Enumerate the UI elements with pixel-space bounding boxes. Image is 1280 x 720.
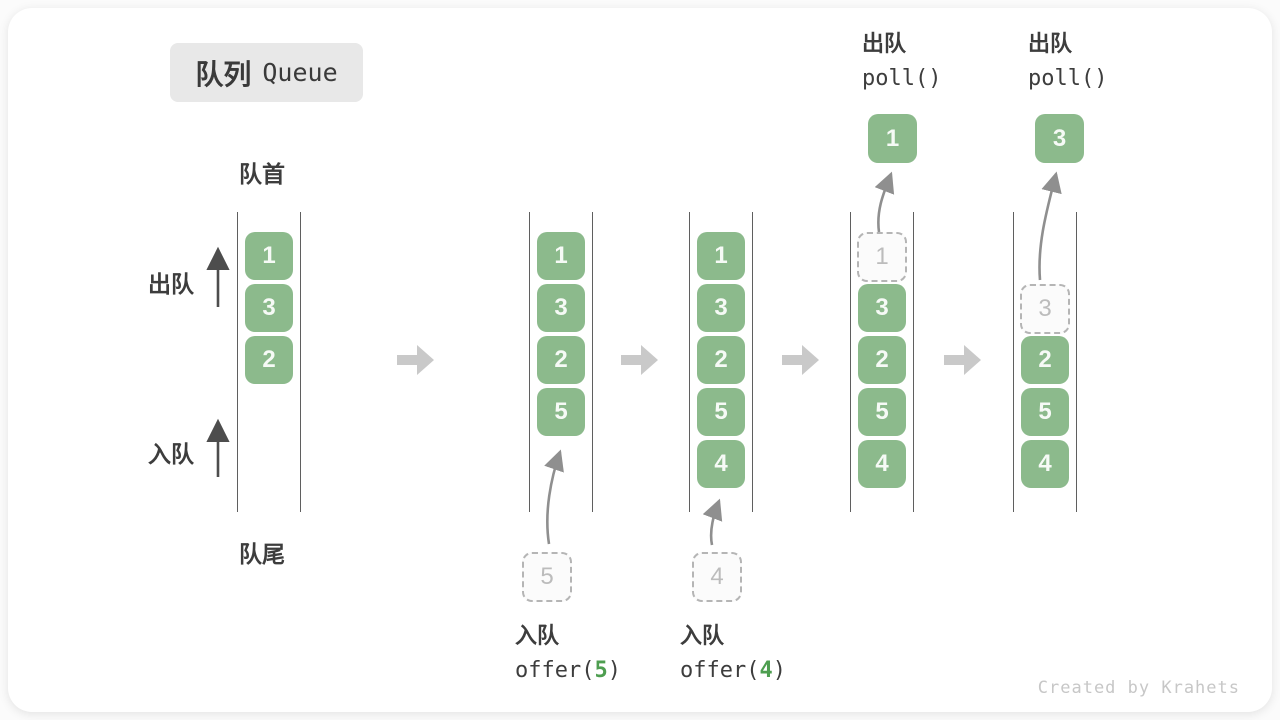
- polled-value-box: 3: [1035, 114, 1084, 163]
- polled-value-box: 1: [868, 114, 917, 163]
- pending-enqueue-box: 5: [522, 552, 572, 602]
- queue-item: 2: [697, 336, 745, 384]
- dequeue-label: 出队: [148, 271, 194, 297]
- queue-state-4: 1 3 2 5 4: [850, 212, 914, 512]
- queue-item: 2: [858, 336, 906, 384]
- step-arrow-icon: [782, 345, 819, 375]
- queue-state-1: 1 3 2: [237, 212, 301, 512]
- queue-item: 3: [858, 284, 906, 332]
- poll-caption-2: 出队 poll(): [1028, 26, 1107, 91]
- offer-caption-zh: 入队: [515, 623, 560, 648]
- poll-caption-1: 出队 poll(): [862, 26, 941, 91]
- queue-item: 1: [245, 232, 293, 280]
- enqueue-label: 入队: [148, 441, 194, 467]
- queue-state-5: 3 2 5 4: [1013, 212, 1077, 512]
- code-arg: 4: [759, 658, 773, 683]
- removed-item-placeholder: 3: [1020, 284, 1070, 334]
- code-arg: 5: [594, 658, 608, 683]
- code-post: ): [772, 658, 786, 683]
- offer-caption-code: offer(5): [515, 658, 621, 683]
- queue-item: 4: [1021, 440, 1069, 488]
- queue-front-label: 队首: [239, 161, 285, 187]
- poll-caption-zh: 出队: [862, 31, 907, 56]
- queue-item: 4: [858, 440, 906, 488]
- queue-item: 3: [697, 284, 745, 332]
- queue-item: 5: [697, 388, 745, 436]
- poll-caption-code: poll(): [862, 66, 942, 91]
- queue-item: 5: [1021, 388, 1069, 436]
- queue-item: 2: [1021, 336, 1069, 384]
- step-arrow-icon: [397, 345, 434, 375]
- queue-item: 3: [245, 284, 293, 332]
- offer-caption-zh: 入队: [680, 623, 725, 648]
- queue-rear-label: 队尾: [239, 541, 285, 567]
- queue-item: 5: [537, 388, 585, 436]
- queue-item: 5: [858, 388, 906, 436]
- queue-state-2: 1 3 2 5: [529, 212, 593, 512]
- offer-caption-5: 入队 offer(5): [515, 618, 621, 683]
- queue-item: 4: [697, 440, 745, 488]
- poll-caption-zh: 出队: [1028, 31, 1073, 56]
- removed-item-placeholder: 1: [857, 232, 907, 282]
- queue-item: 2: [245, 336, 293, 384]
- title-zh: 队列: [195, 58, 252, 90]
- step-arrow-icon: [621, 345, 658, 375]
- offer-caption-4: 入队 offer(4): [680, 618, 786, 683]
- queue-item: 1: [537, 232, 585, 280]
- step-arrow-icon: [944, 345, 981, 375]
- offer-caption-code: offer(4): [680, 658, 786, 683]
- watermark: Created by Krahets: [1037, 678, 1240, 698]
- queue-item: 1: [697, 232, 745, 280]
- title-en: Queue: [262, 58, 338, 87]
- code-pre: offer(: [515, 658, 595, 683]
- queue-item: 2: [537, 336, 585, 384]
- code-pre: offer(: [680, 658, 760, 683]
- poll-caption-code: poll(): [1028, 66, 1108, 91]
- queue-item: 3: [537, 284, 585, 332]
- queue-state-3: 1 3 2 5 4: [689, 212, 753, 512]
- code-post: ): [607, 658, 621, 683]
- title-badge: 队列 Queue: [170, 43, 363, 102]
- pending-enqueue-box: 4: [692, 552, 742, 602]
